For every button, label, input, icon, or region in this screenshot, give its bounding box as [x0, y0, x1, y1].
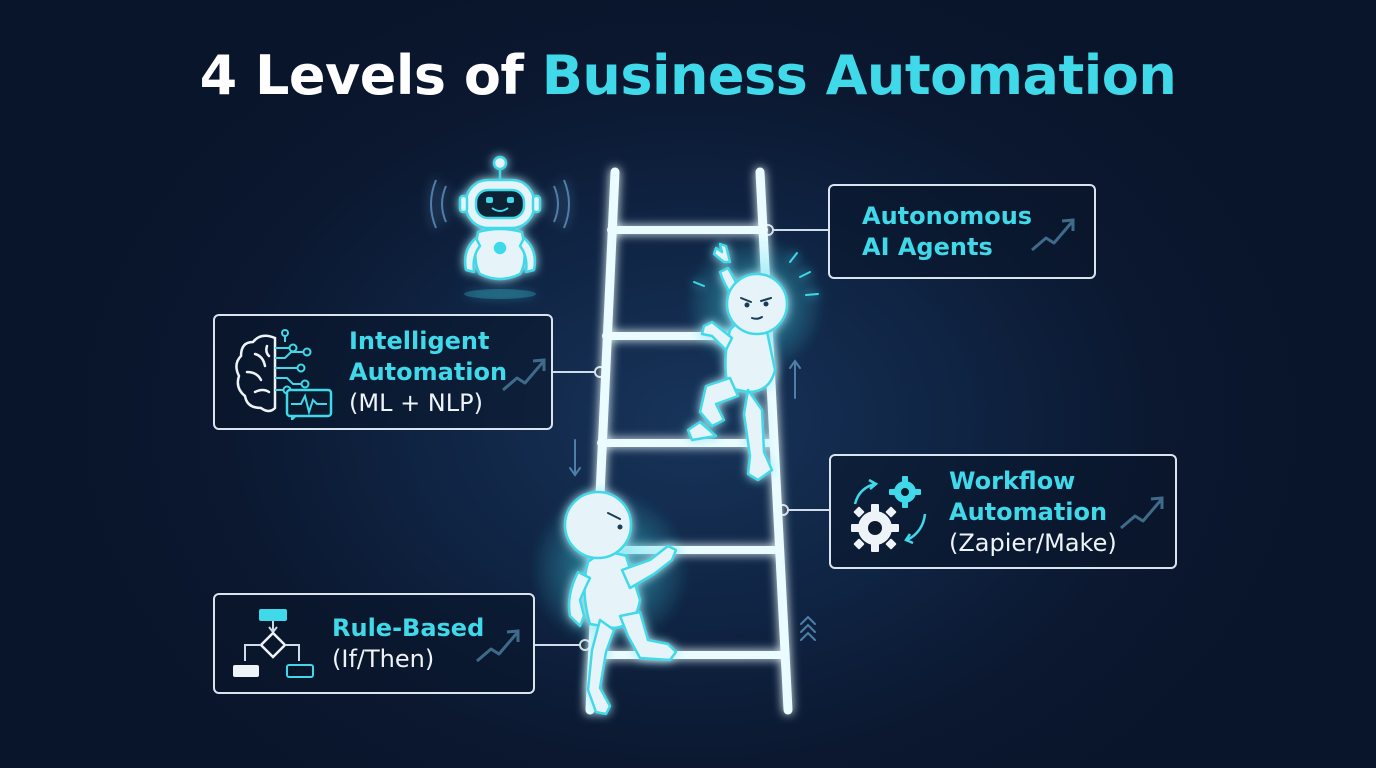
- level-card-workflow-automation: Workflow Automation (Zapier/Make): [829, 454, 1177, 569]
- level-label: Workflow Automation (Zapier/Make): [949, 466, 1117, 559]
- title-part-2: Business Automation: [541, 44, 1177, 107]
- trend-arrow-icon: [1031, 218, 1075, 252]
- chevron-up-icon: [800, 615, 816, 625]
- level-detail: (If/Then): [332, 645, 435, 673]
- level-label: Rule-Based (If/Then): [332, 613, 484, 675]
- level-detail: (Zapier/Make): [949, 529, 1117, 557]
- level-name-2: Automation: [349, 358, 508, 386]
- level-name-2: Automation: [949, 498, 1108, 526]
- climbing-person-icon: [685, 235, 825, 482]
- level-card-autonomous-ai-agents: Autonomous AI Agents: [828, 184, 1096, 279]
- level-name: Autonomous: [862, 202, 1033, 230]
- climbing-person-icon: [530, 490, 690, 716]
- gears-icon: [851, 476, 927, 552]
- level-label: Intelligent Automation (ML + NLP): [349, 326, 507, 419]
- level-card-intelligent-automation: Intelligent Automation (ML + NLP): [213, 314, 553, 430]
- trend-arrow-icon: [1120, 496, 1164, 530]
- page-title: 4 Levels of Business Automation: [0, 44, 1376, 107]
- level-card-rule-based: Rule-Based (If/Then): [213, 593, 535, 694]
- level-name: Intelligent: [349, 327, 490, 355]
- level-detail: (ML + NLP): [349, 389, 483, 417]
- level-name-2: AI Agents: [862, 233, 993, 261]
- robot-icon: [430, 155, 570, 299]
- trend-arrow-icon: [502, 358, 546, 392]
- level-name: Workflow: [949, 467, 1076, 495]
- title-part-1: 4 Levels of: [199, 44, 542, 107]
- flowchart-icon: [233, 609, 314, 678]
- level-name: Rule-Based: [332, 614, 485, 642]
- level-label: Autonomous AI Agents: [862, 201, 1032, 263]
- trend-arrow-icon: [476, 629, 520, 663]
- brain-circuit-icon: [235, 329, 333, 420]
